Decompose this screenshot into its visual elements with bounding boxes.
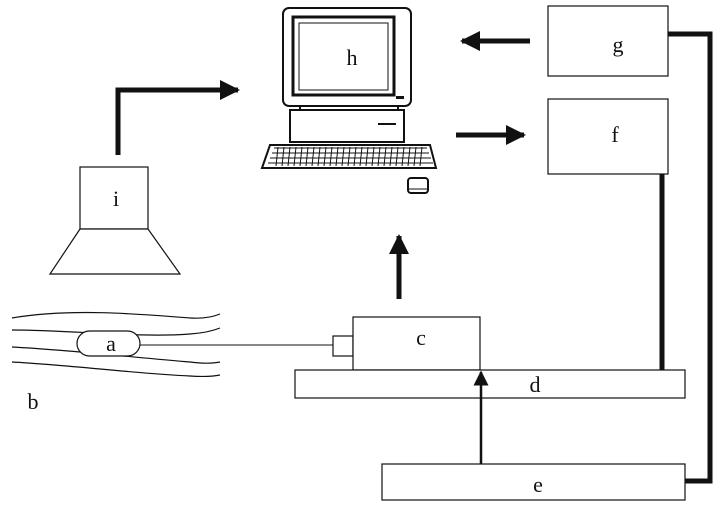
keyboard-key-divider xyxy=(281,146,285,167)
label-d: d xyxy=(530,372,541,397)
keyboard-key-divider xyxy=(413,146,417,167)
label-g: g xyxy=(613,32,624,57)
arrow-i-to-h xyxy=(115,80,240,155)
keyboard-key-divider xyxy=(401,146,405,167)
mouse xyxy=(407,177,429,194)
box-f: f xyxy=(547,98,669,175)
label-i: i xyxy=(113,186,119,211)
keyboard-key-divider xyxy=(311,146,315,167)
keyboard-key-divider xyxy=(389,146,393,167)
system-unit xyxy=(289,109,405,143)
label-a: a xyxy=(106,331,116,356)
keyboard-key-divider xyxy=(287,146,291,167)
keyboard-key-divider xyxy=(335,146,339,167)
label-f: f xyxy=(611,122,619,147)
connection-g-to-e xyxy=(668,31,713,484)
platform-d: d xyxy=(294,369,686,399)
keyboard-key-divider xyxy=(353,146,357,167)
keyboard xyxy=(260,144,438,169)
keyboard-key-divider xyxy=(275,146,279,167)
keyboard-key-divider xyxy=(317,146,321,167)
keyboard-key-divider xyxy=(299,146,303,167)
vessel-b: b xyxy=(11,311,221,414)
device-c: c xyxy=(332,316,481,371)
keyboard-key-divider xyxy=(395,146,399,167)
label-h: h xyxy=(347,45,358,70)
label-c: c xyxy=(416,325,426,350)
keyboard-key-divider xyxy=(419,146,423,167)
label-e: e xyxy=(533,472,543,497)
keyboard-key-divider xyxy=(407,146,411,167)
keyboard-key-divider xyxy=(341,146,345,167)
detector-i: i xyxy=(48,166,182,275)
keyboard-key-divider xyxy=(365,146,369,167)
keyboard-key-divider xyxy=(305,146,309,167)
keyboard-key-divider xyxy=(383,146,387,167)
box-g: g xyxy=(547,5,669,77)
label-b: b xyxy=(28,389,39,414)
base-e: e xyxy=(381,463,686,501)
keyboard-key-divider xyxy=(323,146,327,167)
keyboard-key-divider xyxy=(347,146,351,167)
sample-a: a xyxy=(76,330,141,357)
computer: h xyxy=(260,7,438,194)
keyboard-key-divider xyxy=(377,146,381,167)
monitor xyxy=(282,7,412,107)
keyboard-key-divider xyxy=(329,146,333,167)
keyboard-key-divider xyxy=(371,146,375,167)
keyboard-key-divider xyxy=(359,146,363,167)
keyboard-key-divider xyxy=(293,146,297,167)
